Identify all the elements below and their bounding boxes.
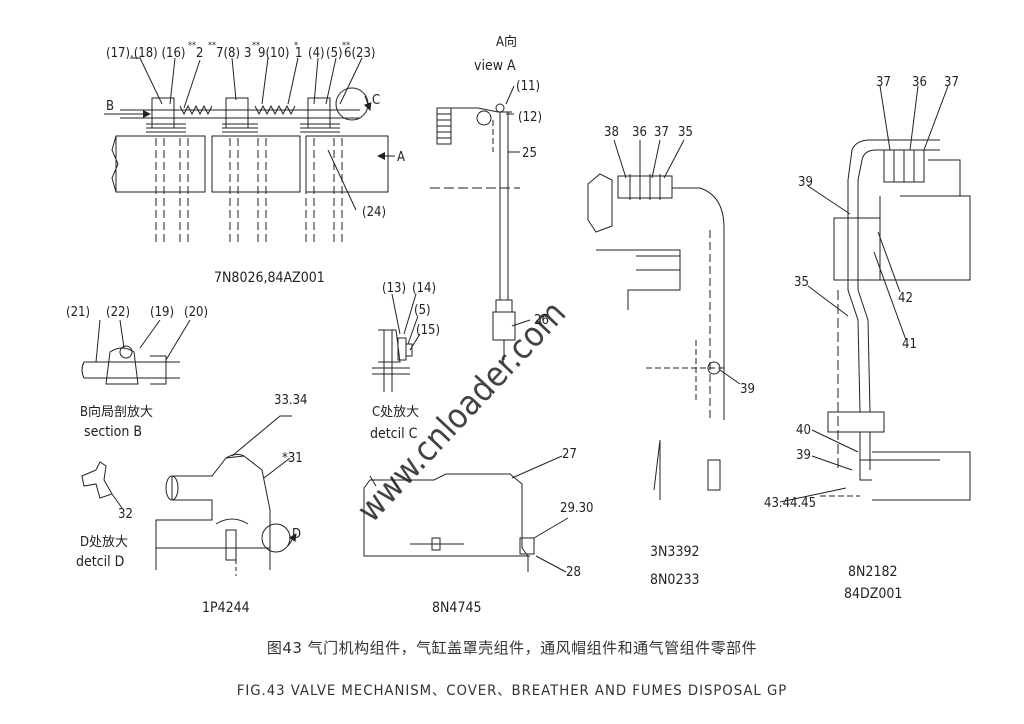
callout-25: 25 — [522, 146, 537, 161]
caption-english: FIG.43 VALVE MECHANISM、COVER、BREATHER AN… — [236, 683, 788, 699]
callout-20: (20) — [184, 305, 208, 320]
part-number-fumes-2b: 84DZ001 — [844, 586, 902, 602]
part-number-breather: 1P4244 — [202, 600, 250, 616]
callout-37-c: 37 — [944, 75, 959, 90]
section-b-cn: B向局剖放大 — [80, 404, 153, 420]
callout-33-34: 33.34 — [274, 393, 307, 408]
callout-14: (14) — [412, 281, 436, 296]
view-a-cn: A向 — [496, 34, 517, 50]
fumes-disposal-drawing-2 — [779, 85, 971, 503]
detail-c-cn: C处放大 — [372, 405, 419, 420]
cover-drawing — [363, 455, 569, 573]
callout-27: 27 — [562, 447, 577, 462]
callout-3: 3 — [244, 46, 251, 61]
section-b-en: section B — [84, 424, 142, 440]
callout-22: (22) — [106, 305, 130, 320]
callout-1: 1 — [295, 46, 302, 61]
part-number-cover: 8N4745 — [432, 600, 481, 616]
callout-38: 38 — [604, 125, 619, 140]
view-a-drawing — [430, 85, 531, 360]
callout-15: (15) — [416, 323, 440, 338]
arrow-b-label: B — [106, 99, 114, 114]
callout-star-1: * — [294, 41, 298, 51]
callout-5: (5) — [326, 46, 343, 61]
callout-41: 41 — [902, 337, 917, 352]
callout-9-10: 9(10) — [258, 46, 289, 61]
callout-star-7: ** — [208, 41, 216, 51]
caption-chinese: 图43 气门机构组件，气缸盖罩壳组件，通风帽组件和通气管组件零部件 — [266, 639, 758, 657]
detail-c-en: detcil C — [370, 426, 418, 442]
section-b-drawing — [81, 319, 191, 385]
part-number-labels: 7N8026,84AZ001 1P4244 8N4745 3N3392 8N02… — [202, 270, 902, 616]
callout-28: 28 — [566, 565, 581, 580]
callout-star-2: ** — [188, 41, 196, 51]
callout-42: 42 — [898, 291, 913, 306]
arrow-d-label: D — [292, 527, 301, 542]
detail-d-cn: D处放大 — [80, 535, 128, 550]
arrow-c-label: C — [372, 93, 380, 108]
callout-19: (19) — [150, 305, 174, 320]
callout-21: (21) — [66, 305, 90, 320]
callout-17-18-16: (17).(18) (16) — [106, 46, 185, 61]
callout-39-c: 39 — [796, 448, 811, 463]
callout-35: 35 — [678, 125, 693, 140]
callout-37: 37 — [654, 125, 669, 140]
callout-24: (24) — [362, 205, 386, 220]
callout-26: 26 — [534, 313, 549, 328]
callout-36-b: 36 — [912, 75, 927, 90]
callout-2: 2 — [196, 46, 203, 61]
callout-12: (12) — [518, 110, 542, 125]
detail-c-drawing — [372, 293, 421, 392]
part-number-fumes-1b: 8N0233 — [650, 572, 699, 588]
detail-d-drawing — [81, 461, 123, 509]
callout-43-44-45: 43.44.45 — [764, 496, 816, 511]
callout-4: (4) — [308, 46, 325, 61]
detail-d-en: detcil D — [76, 554, 124, 570]
callout-40: 40 — [796, 423, 811, 438]
callout-35-b: 35 — [794, 275, 809, 290]
part-number-fumes-1a: 3N3392 — [650, 544, 699, 560]
part-number-fumes-2a: 8N2182 — [848, 564, 897, 580]
callout-11: (11) — [516, 79, 540, 94]
callout-32: 32 — [118, 507, 133, 522]
view-a-en: view A — [474, 58, 516, 74]
arrow-a-label: A — [397, 150, 405, 165]
callout-31: *31 — [282, 451, 303, 466]
callout-5-b: (5) — [414, 303, 431, 318]
callout-star-3: ** — [252, 41, 260, 51]
callout-37-b: 37 — [876, 75, 891, 90]
callout-29-30: 29.30 — [560, 501, 593, 516]
breather-drawing — [155, 415, 297, 576]
callout-7-8: 7(8) — [216, 46, 240, 61]
callout-labels: (17).(18) (16) 2 ** 7(8) ** 3 ** 9(10) 1… — [66, 34, 959, 580]
callout-36: 36 — [632, 125, 647, 140]
callout-13: (13) — [382, 281, 406, 296]
fumes-disposal-drawing-1 — [587, 139, 741, 500]
callout-6-23: 6(23) — [344, 46, 375, 61]
callout-39: 39 — [740, 382, 755, 397]
callout-39-b: 39 — [798, 175, 813, 190]
part-number-valve: 7N8026,84AZ001 — [214, 270, 325, 286]
valve-mechanism-drawing — [104, 57, 395, 245]
callout-star-6: ** — [342, 41, 350, 51]
